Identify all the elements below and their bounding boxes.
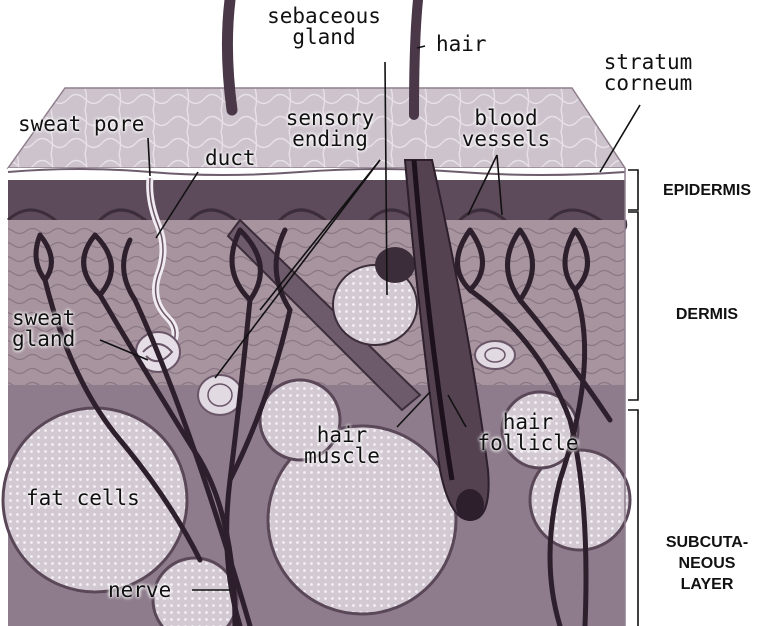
label-nerve: nerve <box>108 580 171 601</box>
label-blood-vessels: blood vessels <box>462 108 551 150</box>
label-sebaceous-gland: sebaceous gland <box>267 6 381 48</box>
label-hair-follicle: hair follicle <box>477 412 578 454</box>
layer-label-epidermis: EPIDERMIS <box>642 180 772 201</box>
label-sweat-gland: sweat gland <box>12 308 75 350</box>
label-sweat-pore: sweat pore <box>18 114 144 135</box>
label-hair-muscle: hair muscle <box>304 425 380 467</box>
layer-brackets <box>628 170 638 626</box>
layer-label-dermis: DERMIS <box>642 304 772 325</box>
label-duct: duct <box>205 148 256 169</box>
label-hair: hair <box>436 34 487 55</box>
label-stratum-corneum: stratum corneum <box>604 52 693 94</box>
label-fat-cells: fat cells <box>26 488 140 509</box>
label-sensory-ending: sensory ending <box>286 108 375 150</box>
layer-label-subcutaneous: SUBCUTA- NEOUS LAYER <box>642 532 772 595</box>
